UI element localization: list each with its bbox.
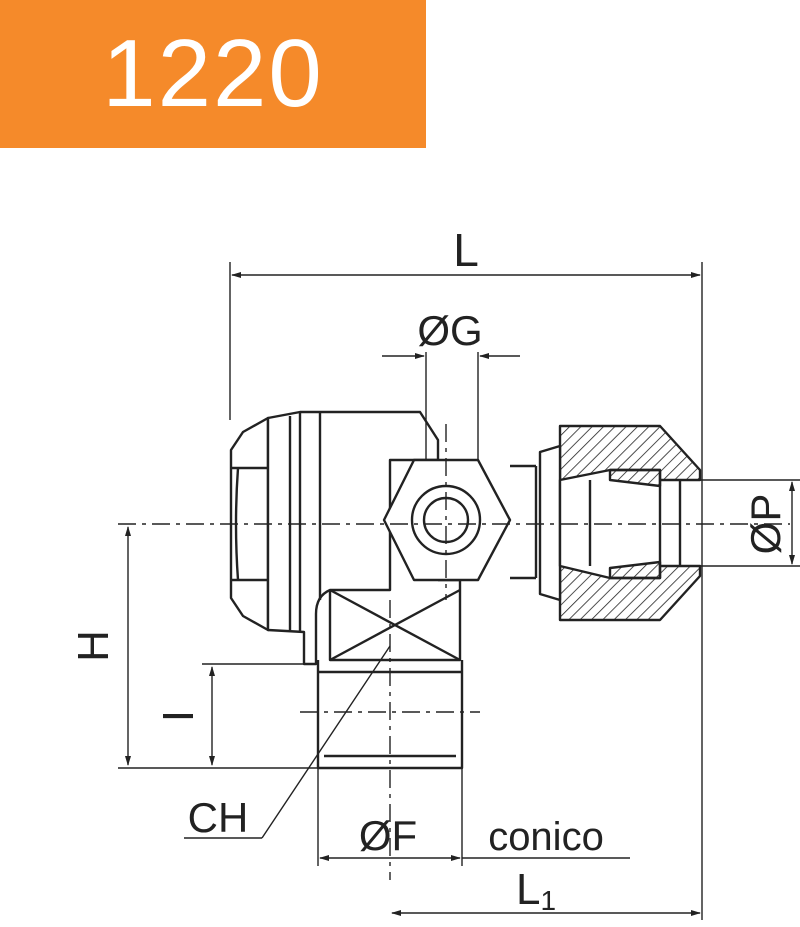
- product-code-badge: 1220: [0, 0, 426, 148]
- label-g: ØG: [417, 307, 482, 354]
- dimension-labels: L ØG ØP H I CH ØF conico L1: [69, 224, 789, 916]
- label-f: ØF: [359, 812, 417, 859]
- label-l1-main: L: [516, 865, 540, 914]
- label-conico: conico: [488, 815, 604, 859]
- label-p: ØP: [742, 494, 789, 555]
- label-l1: L1: [516, 865, 556, 916]
- compression-nut: [538, 424, 702, 622]
- dimension-lines: [118, 262, 800, 920]
- product-code: 1220: [102, 20, 324, 127]
- label-ch: CH: [188, 794, 249, 841]
- label-h: H: [69, 630, 118, 662]
- label-l1-sub: 1: [540, 885, 556, 916]
- label-l: L: [453, 224, 479, 276]
- label-i: I: [154, 710, 203, 722]
- fitting-body: [229, 410, 538, 770]
